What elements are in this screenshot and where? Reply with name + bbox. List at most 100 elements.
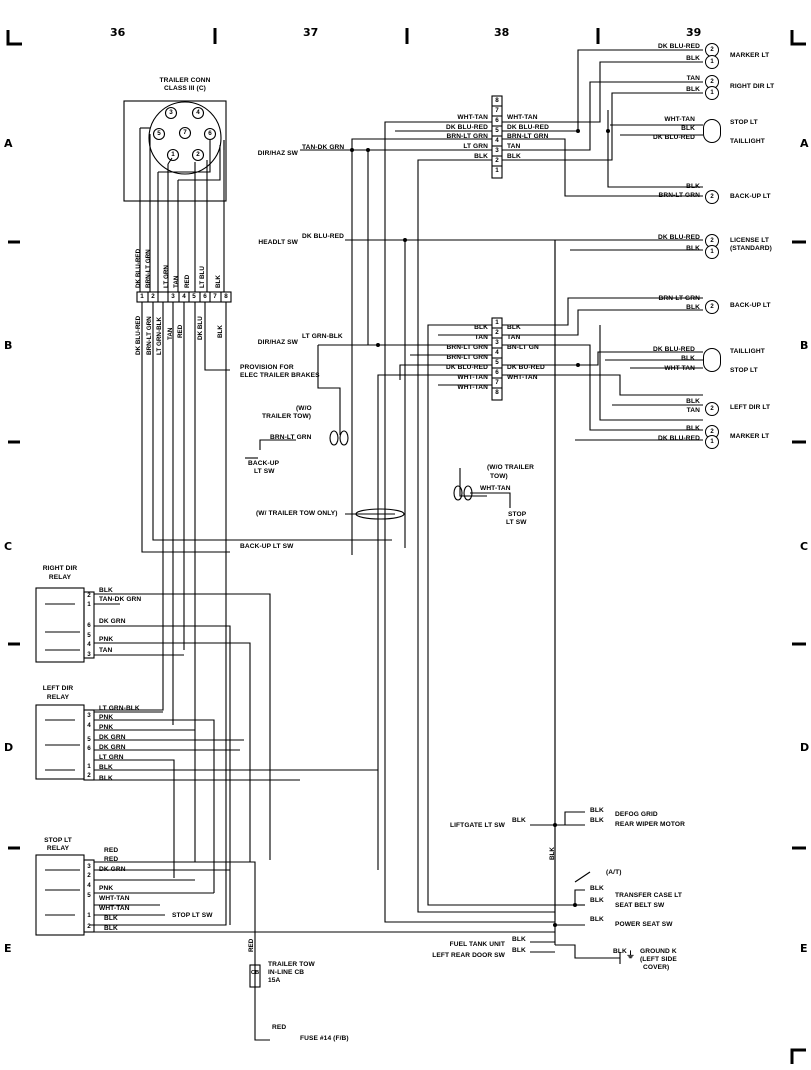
wire-label: WHT-TAN [99, 905, 130, 912]
switch-label: LEFT REAR DOOR SW [432, 952, 505, 959]
wire-label: BLK [681, 355, 695, 362]
relay-pin: 3 [87, 651, 91, 658]
wire-label: RED [177, 324, 184, 338]
connector-pin: 6 [495, 369, 499, 376]
relay-pin: 2 [87, 772, 91, 779]
lamp-label: LEFT DIR LT [730, 404, 771, 411]
wire-label: DK BLU-RED [507, 124, 550, 131]
wire-label: TAN [474, 334, 488, 341]
taillight-bulb-icon [703, 119, 721, 143]
switch-label: HEADLT SW [258, 239, 298, 246]
grid-row-label: E [4, 942, 12, 955]
lamp-pin-icon: 2 [705, 190, 719, 204]
wire-label: BLK [507, 324, 521, 331]
connector-pin: 5 [495, 127, 499, 134]
relay-title: RIGHT DIR [42, 565, 78, 572]
wire-label: BRN-LT GRN [145, 249, 152, 288]
wire-label: TAN [507, 334, 521, 341]
cb-label: TRAILER TOW [268, 961, 315, 968]
relay-pin: 5 [87, 736, 91, 743]
wire-label: WHT-TAN [664, 365, 695, 372]
trailer-pin: 2 [196, 151, 200, 158]
wire-label: WHT-TAN [507, 374, 538, 381]
wire-label: TAN [686, 75, 700, 82]
lamp-label: TAILLIGHT [730, 348, 765, 355]
relay-pin: 2 [87, 923, 91, 930]
wire-label: LT GRN-BLK [156, 316, 163, 355]
wire-label: PNK [99, 714, 114, 721]
wire-label: WHT-TAN [507, 114, 538, 121]
grid-column-label: 38 [494, 26, 510, 39]
provision-label: PROVISION FOR [240, 364, 294, 371]
lamp-label: LICENSE LT [730, 237, 769, 244]
wire-label: BLK [613, 948, 627, 955]
connector-pin: 1 [495, 167, 499, 174]
wire-label: RED [184, 274, 191, 288]
grid-column-label: 36 [110, 26, 126, 39]
connector-pin: 5 [495, 359, 499, 366]
wire-label: BRN-LT GRN [658, 295, 700, 302]
connector-pin: 6 [495, 117, 499, 124]
relay-pin: 5 [87, 892, 91, 899]
option-label: TOW) [490, 473, 508, 480]
lamp-pin-icon: 2 [705, 234, 719, 248]
wire-label: BLK [99, 764, 113, 771]
wire-label: TAN-DK GRN [99, 596, 142, 603]
wire-label: BRN-LT GRN [446, 354, 488, 361]
switch-label: STOP LT SW [172, 912, 213, 919]
component-label: TRANSFER CASE LT [615, 892, 683, 899]
wire-label: BLK [549, 847, 556, 860]
wire-label: DK BLU [197, 316, 204, 340]
cavity-number: 7 [213, 293, 217, 300]
wire-label: BLK [686, 55, 700, 62]
relay-title: RELAY [46, 694, 70, 701]
lamp-label: MARKER LT [730, 52, 770, 59]
wire-label: RED [272, 1024, 287, 1031]
cb-label: 15A [268, 977, 281, 984]
grid-row-label: D [4, 741, 14, 754]
wire-label: BLK [474, 324, 488, 331]
wire-label: DK BLU-RED [657, 435, 700, 442]
grid-row-label: C [4, 540, 13, 553]
switch-label: BACK-UP LT SW [240, 543, 294, 550]
lamp-pin-icon: 1 [705, 435, 719, 449]
wire-label: BLK [507, 153, 521, 160]
fuse-label: FUSE #14 (F/B) [300, 1035, 349, 1042]
switch-label: LT SW [506, 519, 527, 526]
option-label: TRAILER TOW) [262, 413, 312, 420]
lamp-label: MARKER LT [730, 433, 770, 440]
wire-label: BLK [590, 807, 604, 814]
wire-label: BLK [686, 245, 700, 252]
connector-pin: 7 [495, 379, 499, 386]
wire-label: DK BU-RED [507, 364, 545, 371]
switch-label: LIFTGATE LT SW [450, 822, 505, 829]
grid-row-label: A [800, 137, 809, 150]
wire-label: DK BLU-RED [652, 134, 695, 141]
connector-pin: 2 [495, 157, 499, 164]
wire-label: RED [104, 856, 119, 863]
lamp-label: BACK-UP LT [730, 302, 771, 309]
option-label: (W/ TRAILER TOW ONLY) [256, 510, 338, 517]
wire-label: DK BLU-RED [302, 233, 345, 240]
component-label: SEAT BELT SW [615, 902, 665, 909]
grid-row-label: B [800, 339, 809, 352]
relay-pin: 1 [87, 763, 91, 770]
cavity-number: 3 [171, 293, 175, 300]
relay-pin: 2 [87, 592, 91, 599]
wire-label: BLK [686, 425, 700, 432]
cavity-number: 2 [151, 293, 155, 300]
wire-label: LT GRN-BLK [302, 333, 343, 340]
wire-label: LT GRN [99, 754, 124, 761]
trailer-pin: 6 [208, 130, 212, 137]
lamp-pin-icon: 1 [705, 245, 719, 259]
trailer-pin: 4 [196, 109, 200, 116]
grid-row-label: D [800, 741, 810, 754]
grid-row-label: C [800, 540, 809, 553]
wire-label: PNK [99, 724, 114, 731]
grid-column-label: 37 [303, 26, 319, 39]
wire-label: LT BLU [199, 266, 206, 288]
provision-label: ELEC TRAILER BRAKES [240, 372, 320, 379]
component-label: REAR WIPER MOTOR [615, 821, 685, 828]
